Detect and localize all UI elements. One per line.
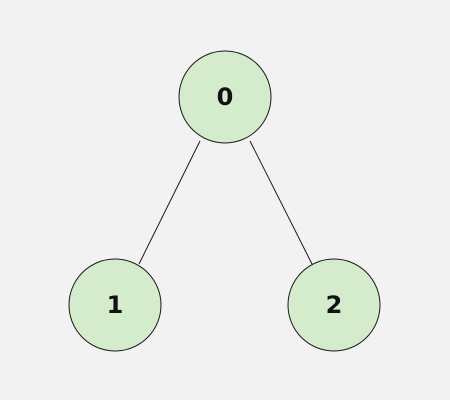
node-0-circle <box>178 50 272 144</box>
node-2-label: 2 <box>326 291 343 319</box>
node-2: 2 <box>287 258 381 352</box>
node-2-circle <box>287 258 381 352</box>
edges <box>138 140 313 265</box>
node-0: 0 <box>178 50 272 144</box>
node-1: 1 <box>68 258 162 352</box>
edge-0-2 <box>249 140 313 265</box>
edge-0-1 <box>138 140 201 265</box>
node-0-label: 0 <box>217 83 234 111</box>
node-1-label: 1 <box>107 291 124 319</box>
node-1-circle <box>68 258 162 352</box>
